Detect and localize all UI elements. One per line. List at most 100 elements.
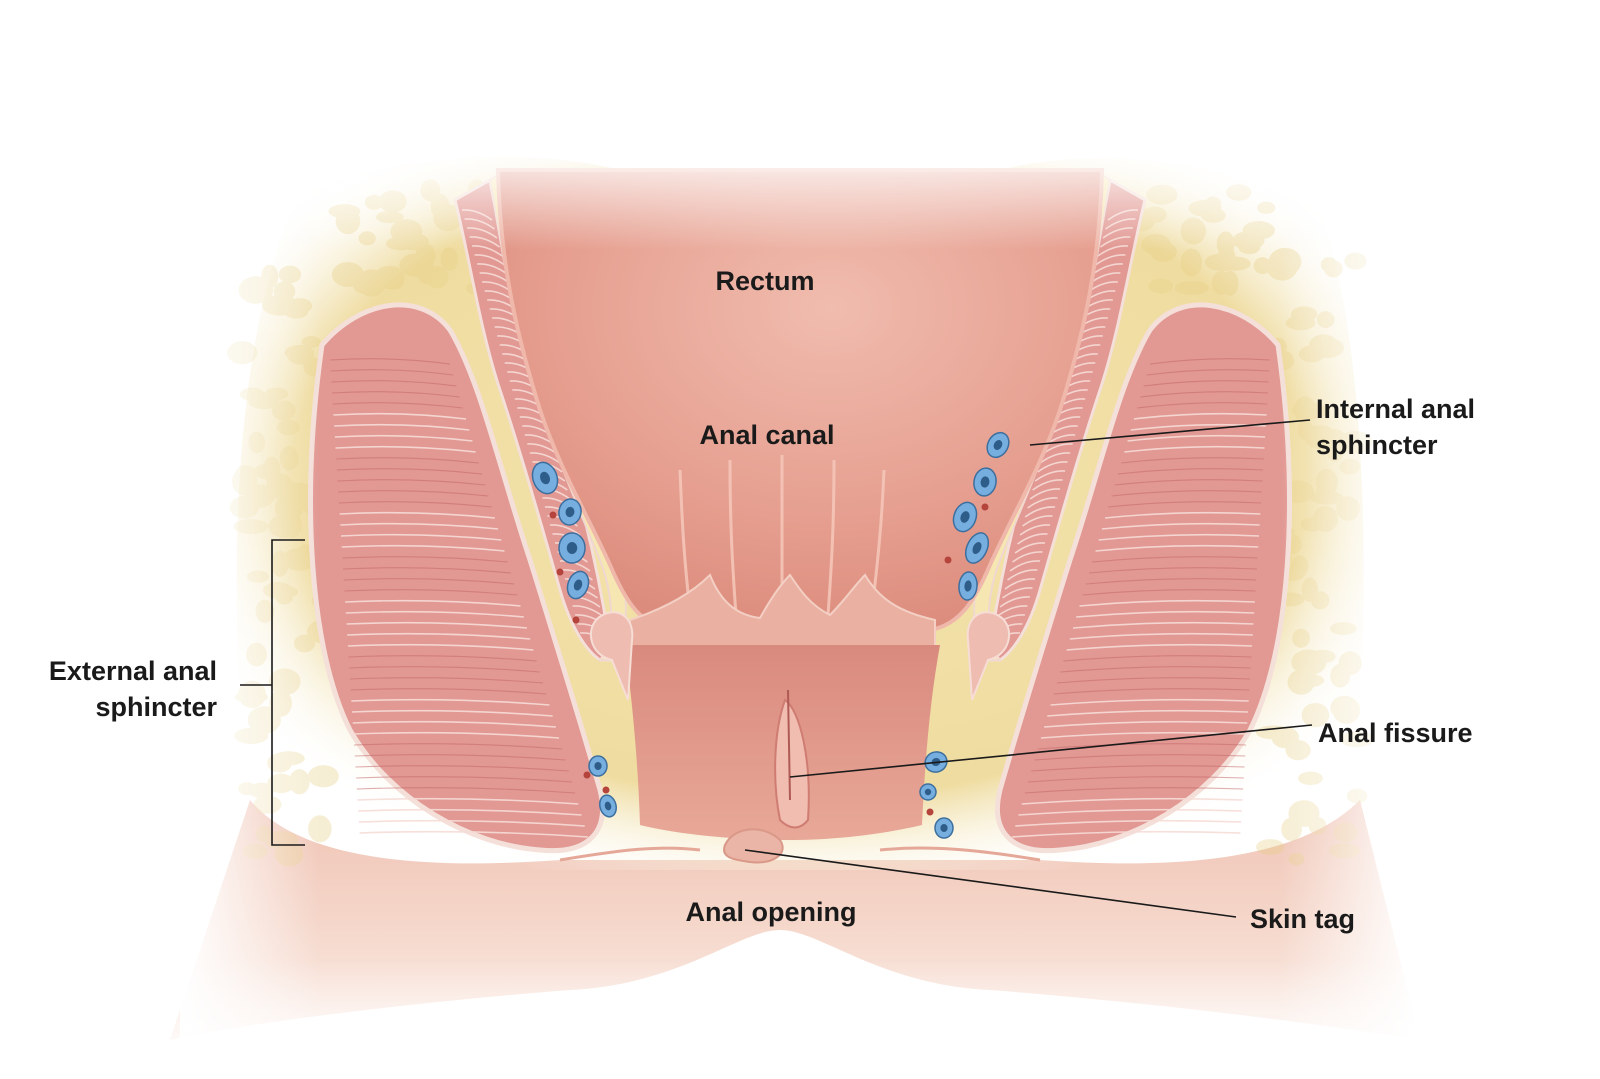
artery [926,808,934,816]
muscle-fiber [1117,468,1264,475]
muscle-fiber [1031,765,1245,772]
muscle-fiber [477,263,508,275]
vein [599,794,617,818]
vein [934,817,954,839]
fat-lobule [374,265,405,290]
fat-lobule [356,269,386,297]
muscle-fiber [341,544,505,552]
muscle-fiber [1044,720,1248,728]
fat-lobule [1180,248,1203,277]
muscle-fiber [1063,655,1252,662]
muscle-fiber [332,402,463,409]
muscle-fiber [357,797,579,805]
fat-lobule [399,253,434,277]
fat-lobule [384,274,405,290]
muscle-fiber [331,380,457,387]
muscle-fiber [342,556,508,563]
muscle-fiber [1124,445,1265,453]
vein [558,498,582,526]
label-anal-canal: Anal canal [699,420,834,450]
muscle-fiber [1076,610,1255,618]
muscle-fiber [1082,589,1256,596]
muscle-fiber [330,369,454,376]
muscle-fiber [347,643,534,651]
leader-internal-sphincter [1029,419,1311,446]
muscle-fiber [338,501,492,508]
muscle-fiber [1146,369,1270,376]
label-internal-sphincter-2: sphincter [1316,430,1438,460]
muscle-fiber [1018,808,1242,816]
muscle-fiber [1004,578,1036,590]
fat-lobule [1220,256,1251,271]
muscle-fiber [1012,551,1043,563]
muscle-fiber [1024,506,1056,518]
muscle-fiber [354,754,566,761]
fat-lobule [425,265,449,289]
fat-lobule [418,270,439,285]
muscle-fiber [1095,544,1259,552]
muscle-fiber [1034,754,1246,761]
anal-verge [559,846,1041,862]
muscle-fiber [1037,743,1246,750]
muscle-fiber [1011,830,1241,838]
muscle-fiber [351,698,550,706]
hemorrhoidal-veins [531,431,1010,839]
muscle-fiber [1143,380,1269,387]
muscle-fiber [1094,254,1126,266]
vein [558,532,586,564]
artery [944,556,952,564]
muscle-fiber [1002,587,1033,599]
muscle-fiber [344,589,518,596]
artery [981,503,989,511]
artery [572,616,580,624]
muscle-fiber [333,412,467,420]
vein [964,532,990,564]
muscle-fiber [343,567,512,574]
fat-lobule [1211,270,1232,295]
muscle-fiber [1111,490,1262,497]
muscle-fiber [358,819,585,827]
muscle-fiber [340,533,502,541]
muscle-fiber [338,490,489,497]
muscle-fiber [1098,533,1260,541]
muscle-fiber [1007,569,1038,581]
muscle-fiber [349,677,544,684]
muscle-fiber [1017,533,1048,545]
muscle-fiber [1060,666,1251,673]
muscle-fiber [350,688,547,695]
bracket-external-sphincter [240,539,305,846]
muscle-fiber [337,479,486,486]
muscle-fiber [1029,488,1061,500]
muscle-fiber [351,709,553,717]
vein [973,467,997,497]
leader-lines [240,419,1313,918]
muscle-fiber [340,522,499,530]
leader-skin-tag [744,849,1237,918]
label-external-sphincter-1: External anal [49,656,217,686]
muscle-fiber [1114,479,1263,486]
muscle-fiber [1085,578,1257,585]
muscle-fiber [1047,709,1249,717]
muscle-fiber [329,358,451,365]
muscle-fiber [1022,515,1053,527]
muscle-fiber [1040,731,1247,739]
fat-lobule [1221,270,1239,296]
muscle-fiber [358,808,582,816]
muscle-fiber [1028,776,1244,783]
muscle-fiber [1137,402,1268,409]
fade-left [180,140,320,1040]
muscle-fiber [1053,688,1250,695]
muscle-fiber [356,787,576,794]
leader-anal-fissure [789,724,1313,778]
muscle-fiber [352,720,556,728]
fat-lobule [331,262,364,287]
label-rectum: Rectum [715,266,814,296]
muscle-fiber [339,511,495,519]
artery [556,568,564,576]
muscle-fiber [349,666,540,673]
fat-lobule [440,247,459,272]
artery [583,771,591,779]
muscle-fiber [336,468,483,475]
muscle-fiber [1092,556,1258,563]
